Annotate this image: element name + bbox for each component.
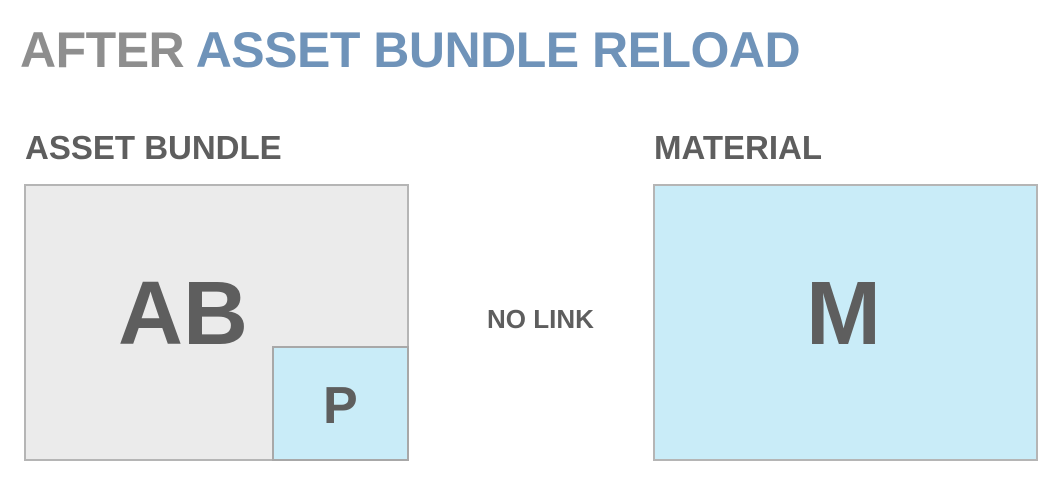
- inner-p-box: [272, 346, 409, 461]
- asset-bundle-label: ASSET BUNDLE: [25, 129, 282, 166]
- material-box-text: M: [806, 264, 881, 364]
- material-label: MATERIAL: [654, 129, 823, 166]
- title-prefix: AFTER: [20, 22, 185, 78]
- page-title: AFTER ASSET BUNDLE RELOAD: [20, 22, 801, 78]
- material-box: [653, 184, 1038, 461]
- relation-label: NO LINK: [487, 304, 594, 334]
- inner-p-box-text: P: [323, 377, 358, 435]
- asset-bundle-box-text: AB: [118, 264, 248, 364]
- title-highlight: ASSET BUNDLE RELOAD: [195, 22, 801, 78]
